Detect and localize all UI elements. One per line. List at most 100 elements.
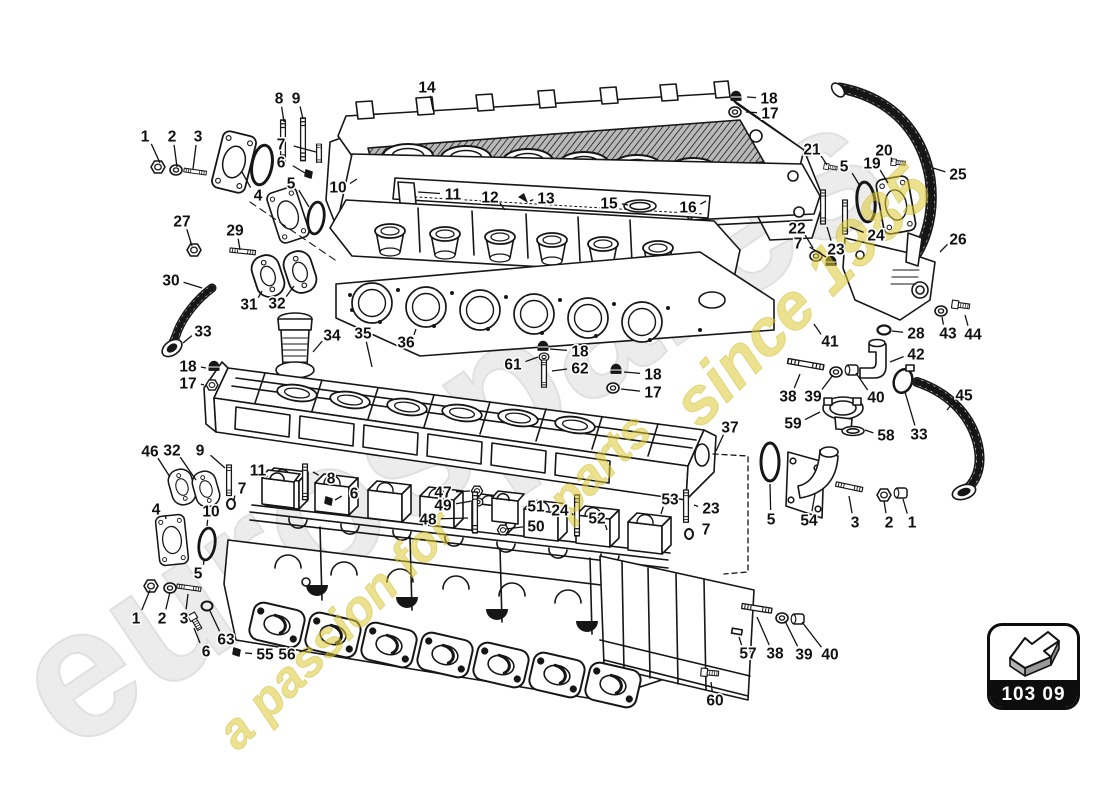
part-callout-59[interactable]: 59	[783, 411, 821, 434]
part-callout-3[interactable]: 3	[192, 127, 204, 170]
part-callout-6[interactable]: 6	[275, 153, 306, 174]
part-callout-63[interactable]: 63	[209, 610, 236, 650]
part-callout-62[interactable]: 62	[551, 359, 590, 379]
part-callout-38[interactable]: 38	[756, 616, 785, 664]
part-callout-16[interactable]: 16	[678, 198, 707, 218]
part-callout-14[interactable]: 14	[417, 78, 437, 111]
part-callout-3[interactable]: 3	[848, 495, 861, 533]
part-callout-7[interactable]: 7	[792, 234, 827, 258]
part-callout-21[interactable]: 21	[802, 140, 828, 166]
part-callout-25[interactable]: 25	[932, 165, 968, 185]
part-callout-49[interactable]: 49	[433, 496, 473, 516]
part-callout-28[interactable]: 28	[891, 324, 926, 344]
part-callout-23[interactable]: 23	[826, 226, 846, 260]
part-callout-1[interactable]: 1	[139, 127, 161, 164]
part-callout-24[interactable]: 24	[849, 226, 886, 246]
part-callout-54[interactable]: 54	[799, 493, 819, 531]
part-callout-30[interactable]: 30	[161, 271, 203, 291]
part-callout-33[interactable]: 33	[904, 391, 929, 445]
svg-text:11: 11	[250, 463, 267, 480]
part-callout-61[interactable]: 61	[503, 355, 539, 375]
part-callout-37[interactable]: 37	[715, 418, 740, 452]
part-callout-40[interactable]: 40	[801, 621, 840, 665]
part-callout-47[interactable]: 47	[433, 483, 471, 503]
part-callout-51[interactable]: 51	[522, 497, 546, 517]
part-callout-56[interactable]: 56	[277, 645, 309, 665]
part-callout-27[interactable]: 27	[172, 212, 193, 247]
part-callout-1[interactable]: 1	[902, 498, 918, 533]
part-callout-39[interactable]: 39	[803, 374, 834, 407]
part-callout-50[interactable]: 50	[505, 517, 546, 537]
part-callout-8[interactable]: 8	[273, 89, 285, 123]
part-callout-11[interactable]: 11	[248, 461, 269, 481]
part-callout-35[interactable]: 35	[353, 324, 373, 368]
part-callout-60[interactable]: 60	[705, 681, 725, 711]
part-callout-1[interactable]: 1	[130, 589, 151, 629]
part-callout-18[interactable]: 18	[746, 89, 779, 109]
part-callout-20[interactable]: 20	[874, 141, 894, 163]
part-callout-10[interactable]: 10	[201, 502, 221, 527]
part-callout-15[interactable]: 15	[599, 194, 629, 214]
part-callout-39[interactable]: 39	[784, 620, 814, 665]
part-callout-22[interactable]: 22	[787, 219, 814, 249]
part-callout-29[interactable]: 29	[225, 221, 245, 251]
part-callout-44[interactable]: 44	[963, 314, 983, 345]
svg-text:48: 48	[419, 512, 437, 529]
part-callout-5[interactable]: 5	[838, 157, 861, 187]
svg-text:63: 63	[217, 632, 235, 649]
part-callout-6[interactable]: 6	[193, 627, 212, 662]
part-callout-17[interactable]: 17	[178, 374, 205, 394]
part-callout-17[interactable]: 17	[620, 383, 663, 403]
part-callout-55[interactable]: 55	[244, 645, 275, 665]
part-callout-11[interactable]: 11	[417, 185, 463, 205]
part-callout-18[interactable]: 18	[623, 365, 663, 385]
part-callout-2[interactable]: 2	[156, 591, 171, 629]
part-callout-32[interactable]: 32	[267, 285, 295, 314]
part-callout-5[interactable]: 5	[765, 483, 777, 530]
part-callout-36[interactable]: 36	[396, 328, 417, 353]
part-callout-2[interactable]: 2	[883, 500, 895, 533]
part-callout-19[interactable]: 19	[862, 154, 889, 184]
part-callout-46[interactable]: 46	[140, 442, 171, 478]
part-callout-33[interactable]: 33	[182, 322, 213, 344]
part-callout-2[interactable]: 2	[166, 127, 178, 168]
part-callout-18[interactable]: 18	[549, 342, 590, 362]
part-callout-18[interactable]: 18	[178, 357, 207, 377]
part-callout-31[interactable]: 31	[239, 290, 263, 315]
part-callout-42[interactable]: 42	[889, 345, 926, 365]
part-callout-4[interactable]: 4	[150, 500, 167, 520]
part-callout-7[interactable]: 7	[233, 479, 248, 501]
part-callout-3[interactable]: 3	[178, 593, 190, 629]
part-callout-8[interactable]: 8	[312, 469, 337, 489]
part-callout-45[interactable]: 45	[946, 386, 974, 411]
part-callout-5[interactable]: 5	[192, 559, 205, 584]
part-callout-9[interactable]: 9	[194, 441, 226, 469]
part-callout-43[interactable]: 43	[938, 316, 958, 344]
part-callout-57[interactable]: 57	[738, 636, 758, 664]
part-callout-7[interactable]: 7	[275, 135, 317, 155]
part-callout-38[interactable]: 38	[778, 373, 801, 407]
part-callout-9[interactable]: 9	[290, 89, 304, 120]
part-callout-41[interactable]: 41	[813, 323, 840, 352]
part-callout-58[interactable]: 58	[864, 426, 896, 446]
part-callout-10[interactable]: 10	[328, 178, 358, 198]
page-code-badge[interactable]: 103 09	[987, 623, 1080, 710]
part-callout-48[interactable]: 48	[418, 510, 469, 530]
part-callout-53[interactable]: 53	[660, 490, 680, 515]
part-callout-5[interactable]: 5	[285, 174, 310, 208]
part-callout-24[interactable]: 24	[550, 501, 574, 521]
part-callout-52[interactable]: 52	[587, 509, 608, 531]
part-callout-34[interactable]: 34	[312, 326, 342, 353]
svg-text:41: 41	[821, 334, 839, 351]
part-callout-7[interactable]: 7	[691, 520, 712, 540]
part-callout-32[interactable]: 32	[162, 441, 197, 481]
part-callout-23[interactable]: 23	[693, 499, 721, 519]
part-callout-26[interactable]: 26	[939, 230, 968, 253]
part-callout-13[interactable]: 13	[529, 189, 556, 209]
svg-text:7: 7	[794, 236, 803, 253]
part-callout-6[interactable]: 6	[334, 484, 360, 504]
part-callout-12[interactable]: 12	[480, 188, 506, 211]
part-callout-40[interactable]: 40	[855, 372, 886, 408]
part-callout-4[interactable]: 4	[241, 171, 264, 206]
part-callout-17[interactable]: 17	[745, 104, 780, 124]
